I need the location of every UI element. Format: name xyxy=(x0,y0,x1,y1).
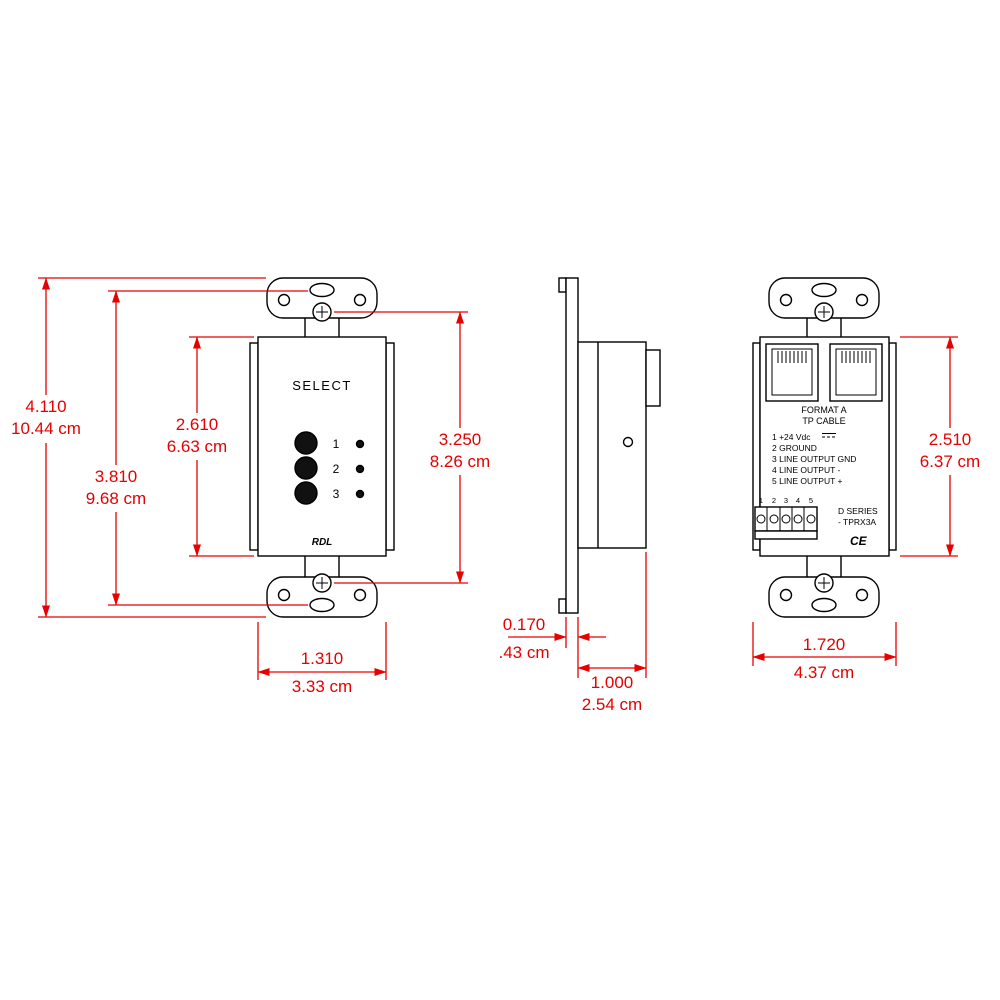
plate-rim-right xyxy=(888,342,897,551)
format-label-line1: FORMAT A xyxy=(801,405,846,415)
terminal-legend: 1 +24 Vdc 2 GROUND 3 LINE OUTPUT GND 4 L… xyxy=(772,432,856,486)
terminal-screw-2 xyxy=(769,514,779,524)
terminal-screw-3 xyxy=(781,514,791,524)
dim-plate-thickness-cm: .43 cm xyxy=(498,643,549,662)
terminal-screw-1 xyxy=(756,514,766,524)
ear-hole-left xyxy=(779,588,793,602)
dim-width-in: 1.310 xyxy=(301,649,344,668)
front-plate xyxy=(249,336,395,557)
select-label: SELECT xyxy=(292,378,352,393)
front-view: SELECT 1 2 3 RDL xyxy=(249,277,395,618)
mounting-slot xyxy=(811,597,837,613)
rear-connector-protrusion xyxy=(645,349,661,407)
ear-hole-right xyxy=(855,293,869,307)
terminal-number-4: 4 xyxy=(796,496,800,505)
dim-slot-spacing-cm: 9.68 cm xyxy=(86,489,146,508)
ce-mark: CE xyxy=(850,534,868,548)
ear-hole-left xyxy=(277,588,291,602)
select-button-1 xyxy=(294,431,318,455)
select-buttons: 1 2 3 xyxy=(294,431,365,505)
terminal-number-5: 5 xyxy=(809,496,813,505)
dim-rear-width-cm: 4.37 cm xyxy=(794,663,854,682)
dim-overall-height-cm: 10.44 cm xyxy=(11,419,81,438)
rj45-jack-left xyxy=(765,343,819,402)
dim-width-cm: 3.33 cm xyxy=(292,677,352,696)
side-view xyxy=(558,277,661,614)
ear-hole-right xyxy=(855,588,869,602)
led-1 xyxy=(355,439,365,449)
front-top-mounting-ear xyxy=(266,277,378,337)
terminal-screw-5 xyxy=(806,514,816,524)
series-label-line2: - TPRX3A xyxy=(838,517,876,527)
terminal-line-2: 2 GROUND xyxy=(772,443,817,453)
dim-slot-spacing-in: 3.810 xyxy=(95,467,138,486)
select-button-2 xyxy=(294,456,318,480)
led-2 xyxy=(355,464,365,474)
faceplate-edge xyxy=(565,277,579,614)
button-label-2: 2 xyxy=(333,462,340,476)
format-label-line2: TP CABLE xyxy=(802,416,845,426)
terminal-number-1: 1 xyxy=(759,496,763,505)
select-button-3 xyxy=(294,481,318,505)
plate-face xyxy=(257,336,387,557)
housing-screw xyxy=(622,436,634,448)
ear-hole-left xyxy=(779,293,793,307)
button-label-1: 1 xyxy=(333,437,340,451)
dim-depth-in: 1.000 xyxy=(591,673,634,692)
dim-rear-width-in: 1.720 xyxy=(803,635,846,654)
bracket-hook-top xyxy=(558,277,567,293)
dim-face-height-cm: 6.63 cm xyxy=(167,437,227,456)
housing-box xyxy=(577,341,647,549)
terminal-number-2: 2 xyxy=(772,496,776,505)
rear-view: FORMAT A TP CABLE 1 +24 Vdc 2 GROUND 3 L… xyxy=(752,277,897,618)
terminal-screw-4 xyxy=(793,514,803,524)
dim-plate-thickness-in: 0.170 xyxy=(503,615,546,634)
plate-rim-left xyxy=(249,342,259,551)
dim-face-height-in: 2.610 xyxy=(176,415,219,434)
side-dimensions: 0.170 .43 cm 1.000 2.54 cm xyxy=(498,552,647,714)
front-dimensions: 4.110 10.44 cm 3.810 9.68 cm 2.610 6.63 … xyxy=(11,277,490,696)
rj45-jack-right xyxy=(829,343,883,402)
dim-body-height-cm: 6.37 cm xyxy=(920,452,980,471)
dim-screw-spacing-cm: 8.26 cm xyxy=(430,452,490,471)
dim-screw-spacing-in: 3.250 xyxy=(439,430,482,449)
terminal-block: 1 2 3 4 5 xyxy=(754,496,818,540)
dim-body-height-in: 2.510 xyxy=(929,430,972,449)
terminal-line-3: 3 LINE OUTPUT GND xyxy=(772,454,856,464)
ear-hole-right xyxy=(353,293,367,307)
led-3 xyxy=(355,489,365,499)
series-label-line1: D SERIES xyxy=(838,506,878,516)
plate-rim-right xyxy=(385,342,395,551)
terminal-line-1: 1 +24 Vdc xyxy=(772,432,811,442)
mounting-slot xyxy=(309,282,335,298)
terminal-line-5: 5 LINE OUTPUT + xyxy=(772,476,842,486)
button-label-3: 3 xyxy=(333,487,340,501)
rear-top-mounting-ear xyxy=(768,277,880,337)
dim-overall-height-in: 4.110 xyxy=(25,397,66,416)
rear-dimensions: 2.510 6.37 cm 1.720 4.37 cm xyxy=(752,336,980,682)
rear-bottom-mounting-ear xyxy=(768,556,880,618)
mounting-slot xyxy=(309,597,335,613)
front-bottom-mounting-ear xyxy=(266,556,378,618)
mounting-slot xyxy=(811,282,837,298)
ear-hole-left xyxy=(277,293,291,307)
terminal-number-3: 3 xyxy=(784,496,788,505)
brand-logo: RDL xyxy=(312,537,333,548)
dim-depth-cm: 2.54 cm xyxy=(582,695,642,714)
ear-hole-right xyxy=(353,588,367,602)
bracket-hook-bottom xyxy=(558,598,567,614)
terminal-line-4: 4 LINE OUTPUT - xyxy=(772,465,840,475)
